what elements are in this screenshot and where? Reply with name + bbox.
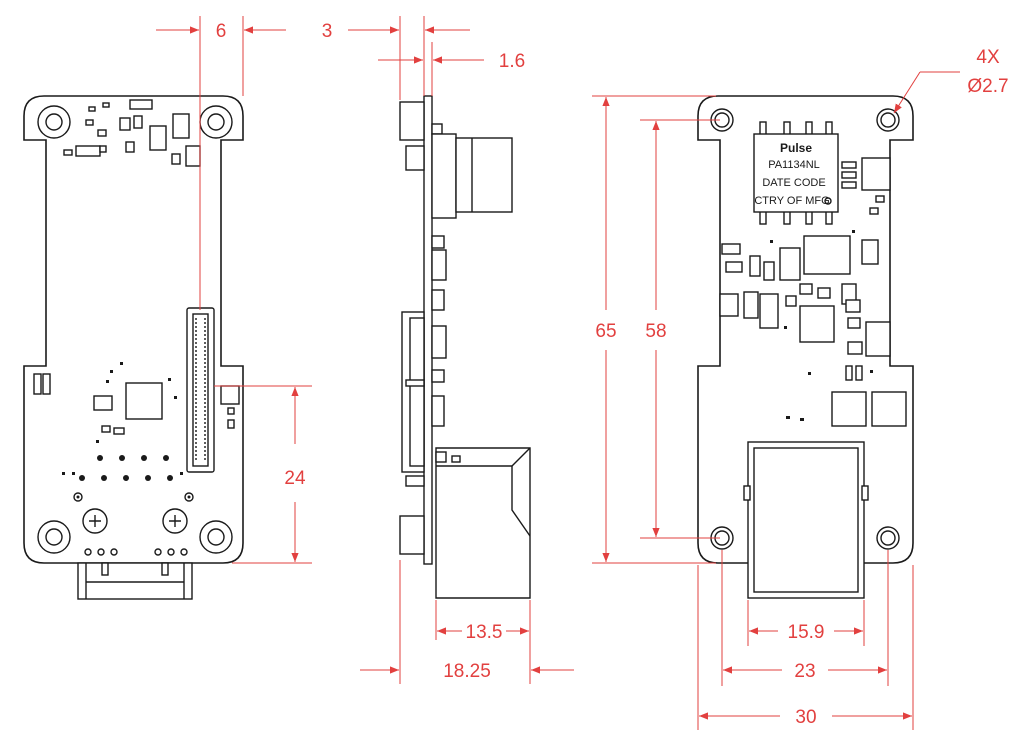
chip-date-code: DATE CODE xyxy=(762,177,825,189)
chip-part: PA1134NL xyxy=(768,159,820,171)
left-top-components xyxy=(63,99,201,167)
front-mounting-holes xyxy=(710,108,900,550)
left-vias xyxy=(62,455,194,502)
dim-holes-count-label: 4X xyxy=(976,47,1000,68)
left-rj45-jack xyxy=(77,562,193,600)
left-ic-group xyxy=(33,362,240,443)
dim-front-jack-width-label: 15.9 xyxy=(788,622,825,643)
dim-front-width-label: 30 xyxy=(795,707,816,728)
dim-side-top-b: 1.6 xyxy=(378,42,525,96)
chip-brand: Pulse xyxy=(780,141,812,155)
dim-side-top-a: 3 xyxy=(322,16,470,100)
front-rj45-jack xyxy=(743,441,869,599)
left-jack-pins xyxy=(82,508,188,556)
side-components xyxy=(399,101,513,555)
front-board-view: Pulse PA1134NL DATE CODE CTRY OF MFG xyxy=(697,95,914,599)
side-rj45-jack xyxy=(435,447,531,599)
dim-front-jack-width: 15.9 xyxy=(747,600,865,646)
dim-front-outer-height-label: 65 xyxy=(595,321,616,342)
side-board-view xyxy=(399,95,531,599)
pulse-chip: Pulse PA1134NL DATE CODE CTRY OF MFG xyxy=(753,121,839,225)
dim-front-width: 30 xyxy=(697,565,914,730)
dim-front-hole-spacing-label: 23 xyxy=(794,661,815,682)
dim-side-jack: 13.5 xyxy=(435,600,531,684)
dim-side-top-a-label: 3 xyxy=(322,21,333,42)
dim-left-width-label: 6 xyxy=(216,21,227,42)
dim-front-hole-spacing: 23 xyxy=(721,550,889,686)
dim-side-total-label: 18.25 xyxy=(443,661,491,682)
side-pcb-edge xyxy=(423,95,433,565)
dim-left-height: 24 xyxy=(214,385,312,564)
dim-front-outer-height: 65 xyxy=(592,95,716,564)
left-mounting-holes xyxy=(37,105,233,554)
dim-left-width: 6 xyxy=(156,16,286,310)
front-components xyxy=(719,157,907,427)
left-board-view xyxy=(23,95,244,600)
dim-front-inner-height-label: 58 xyxy=(645,321,666,342)
dim-left-height-label: 24 xyxy=(284,468,306,489)
dimensions: 6 24 3 1.6 xyxy=(156,16,1009,730)
chip-country: CTRY OF MFG xyxy=(754,195,829,207)
dim-front-inner-height: 58 xyxy=(640,119,720,539)
dim-side-total: 18.25 xyxy=(360,560,574,684)
dim-side-top-b-label: 1.6 xyxy=(499,51,525,72)
board-to-board-connector xyxy=(186,307,215,473)
dim-holes-dia-label: Ø2.7 xyxy=(967,76,1008,97)
dim-side-jack-label: 13.5 xyxy=(466,622,503,643)
dim-front-holes: 4X Ø2.7 xyxy=(893,47,1009,114)
